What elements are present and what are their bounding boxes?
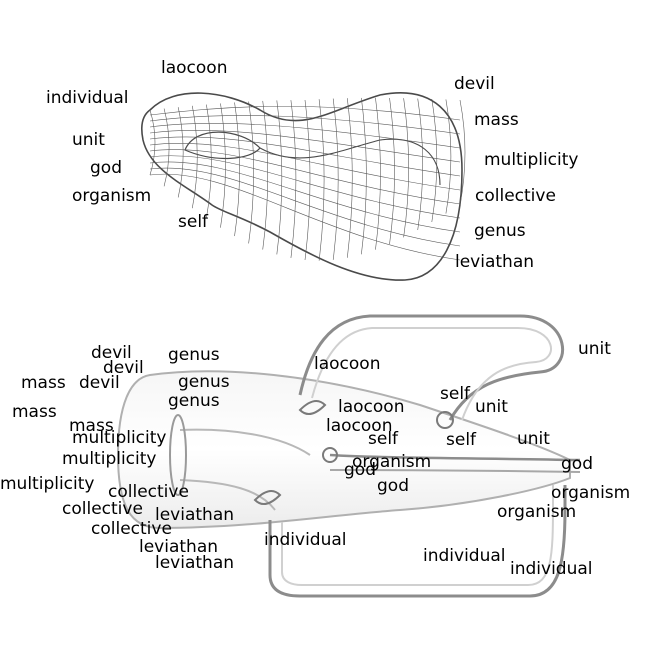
glass-label-leviathan: leviathan xyxy=(139,537,219,557)
glass-label-self: self xyxy=(446,430,477,450)
glass-label-devil: devil xyxy=(79,373,120,393)
wireframe-rib xyxy=(206,104,212,219)
label-individual: individual xyxy=(46,88,129,108)
glass-label-organism: organism xyxy=(497,502,577,522)
glass-label-self: self xyxy=(368,429,399,449)
glass-label-organism: organism xyxy=(352,452,432,472)
wireframe-rib xyxy=(234,102,240,237)
wireframe-ring xyxy=(149,167,461,247)
wireframe-rib xyxy=(459,99,466,206)
glass-label-individual: individual xyxy=(264,530,347,550)
label-leviathan: leviathan xyxy=(455,252,535,272)
wireframe-rib xyxy=(304,99,311,261)
glass-label-mass: mass xyxy=(12,402,57,422)
wireframe-rib xyxy=(248,101,254,244)
glass-label-unit: unit xyxy=(578,339,611,359)
label-god: god xyxy=(90,158,122,178)
wireframe-ring xyxy=(149,155,461,219)
wireframe-ring xyxy=(149,173,461,261)
wireframe-mesh xyxy=(141,92,463,281)
wireframe-ring xyxy=(149,161,461,233)
glass-label-collective: collective xyxy=(91,519,172,539)
wireframe-rib xyxy=(431,98,438,223)
glass-label-devil: devil xyxy=(91,343,132,363)
label-unit: unit xyxy=(72,130,105,150)
glass-label-god: god xyxy=(344,460,376,480)
label-organism: organism xyxy=(72,186,152,206)
wireframe-rib xyxy=(290,100,297,258)
glass-label-multiplicity: multiplicity xyxy=(62,449,157,469)
glass-label-laocoon: laocoon xyxy=(338,397,405,417)
glass-label-unit: unit xyxy=(475,397,508,417)
wireframe-rib xyxy=(262,100,268,250)
wireframe-rib xyxy=(361,97,367,255)
glass-label-self: self xyxy=(440,384,471,404)
glass-label-unit: unit xyxy=(517,429,550,449)
wireframe-ring xyxy=(149,122,461,149)
glass-label-laocoon: laocoon xyxy=(314,354,381,374)
wireframe-rib xyxy=(332,98,339,260)
wireframe-rib xyxy=(445,99,452,214)
wireframe-ring xyxy=(149,129,461,163)
glass-label-individual: individual xyxy=(510,559,593,579)
label-multiplicity: multiplicity xyxy=(484,150,579,170)
wireframe-rib xyxy=(375,97,381,250)
wireframe-rib xyxy=(163,108,170,187)
wireframe-ring xyxy=(149,142,461,191)
glass-label-organism: organism xyxy=(551,483,631,503)
wireframe-ring xyxy=(149,149,461,205)
glass-label-leviathan: leviathan xyxy=(155,505,235,525)
wireframe-rib xyxy=(220,103,226,228)
glass-label-mass: mass xyxy=(69,416,114,436)
wireframe-ring xyxy=(149,136,461,177)
label-mass: mass xyxy=(474,110,519,130)
glass-label-devil: devil xyxy=(103,358,144,378)
glass-label-genus: genus xyxy=(168,391,220,411)
wireframe-rib xyxy=(318,99,325,261)
label-self: self xyxy=(178,212,209,232)
glass-label-laocoon: laocoon xyxy=(326,416,393,436)
wireframe-rib xyxy=(177,107,184,198)
wireframe-ring xyxy=(149,115,461,135)
glass-label-mass: mass xyxy=(21,373,66,393)
label-laocoon: laocoon xyxy=(161,58,228,78)
glass-label-collective: collective xyxy=(108,482,189,502)
label-collective: collective xyxy=(475,186,556,206)
glass-label-god: god xyxy=(561,454,593,474)
label-devil: devil xyxy=(454,74,495,94)
glass-label-genus: genus xyxy=(168,345,220,365)
glass-label-leviathan: leviathan xyxy=(155,553,235,573)
glass-label-multiplicity: multiplicity xyxy=(0,474,95,494)
label-genus: genus xyxy=(474,221,526,241)
glass-label-genus: genus xyxy=(178,372,230,392)
glass-label-multiplicity: multiplicity xyxy=(72,428,167,448)
glass-label-god: god xyxy=(377,476,409,496)
glass-label-collective: collective xyxy=(62,499,143,519)
wireframe-ring xyxy=(149,105,461,121)
wireframe-rib xyxy=(417,98,424,231)
wireframe-rib xyxy=(276,100,283,255)
wireframe-rib xyxy=(389,97,395,245)
glass-label-individual: individual xyxy=(423,546,506,566)
wireframe-rib xyxy=(346,98,353,258)
